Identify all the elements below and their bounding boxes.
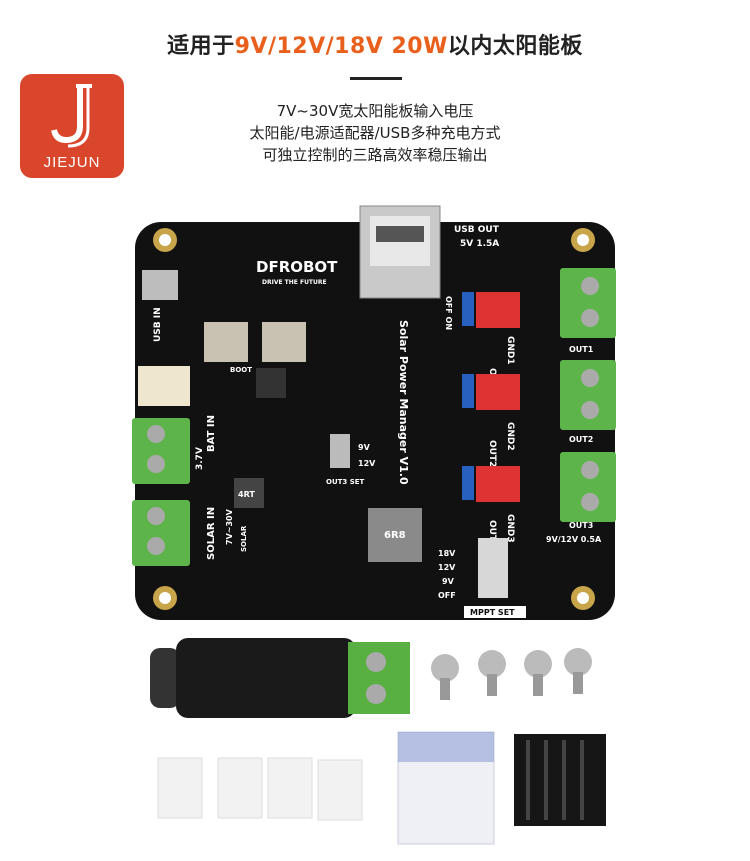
feature-line-2: 太阳能/电源适配器/USB多种充电方式 bbox=[249, 124, 501, 142]
terminal-block-out2 bbox=[560, 360, 616, 430]
inductor-4rt bbox=[234, 478, 264, 508]
bat-voltage-label: 3.7V bbox=[195, 447, 205, 470]
product-photo: USB OUT 5V 1.5A DFROBOT DRIVE THE FUTURE… bbox=[132, 205, 616, 845]
set-12v-label: 12V bbox=[358, 459, 376, 468]
gnd1-label: GND1 bbox=[505, 336, 515, 365]
heatsink bbox=[514, 734, 606, 826]
gnd2-label: GND2 bbox=[505, 422, 515, 451]
board-name: Solar Power Manager V1.0 bbox=[397, 320, 410, 485]
bat-in-label: BAT IN bbox=[206, 415, 217, 452]
inductor-6r8 bbox=[368, 508, 422, 562]
mppt-set-bg bbox=[464, 606, 526, 618]
set-9v-label: 9V bbox=[358, 443, 371, 452]
solar-range-label: 7V~30V bbox=[225, 508, 234, 545]
solar-in-label: SOLAR IN bbox=[206, 507, 217, 560]
out-spec-label: 9V/12V 0.5A bbox=[546, 535, 602, 544]
jst-connector bbox=[138, 366, 190, 406]
title-divider bbox=[350, 77, 402, 80]
usb-out-label: USB OUT bbox=[454, 225, 500, 235]
mppt-set-label: MPPT SET bbox=[470, 608, 515, 617]
jiejun-logo: JIEJUN bbox=[20, 74, 124, 178]
out3-label: OUT3 bbox=[569, 521, 593, 530]
output-channel-2: OUT2 GND2 bbox=[462, 374, 520, 467]
usb-a-port bbox=[359, 205, 441, 299]
boot-label: BOOT bbox=[230, 366, 252, 374]
feature-line-3: 可独立控制的三路高效率稳压输出 bbox=[262, 146, 488, 164]
mppt-12v: 12V bbox=[438, 563, 456, 572]
micro-usb-port bbox=[142, 270, 178, 300]
inductor-6r8-label: 6R8 bbox=[384, 530, 406, 541]
capacitor-1 bbox=[204, 322, 248, 362]
gnd3-label: GND3 bbox=[505, 514, 515, 543]
inductor-4rt-label: 4RT bbox=[238, 490, 255, 499]
terminal-block-bat bbox=[132, 418, 190, 484]
power-inductor bbox=[256, 368, 286, 398]
terminal-block-solar bbox=[132, 500, 190, 566]
out2-label-vertical: OUT2 bbox=[487, 440, 497, 467]
mounting-holes bbox=[153, 228, 595, 610]
dfrobot-brand: DFROBOT bbox=[256, 258, 338, 276]
dc-barrel-jack-adapter bbox=[150, 638, 410, 718]
off-on-label-1: OFF ON bbox=[444, 296, 453, 330]
out2-label: OUT2 bbox=[569, 435, 593, 444]
usb-in-label: USB IN bbox=[153, 307, 163, 342]
screws bbox=[431, 648, 592, 700]
mppt-dip-switch[interactable] bbox=[478, 538, 508, 598]
foam-pads bbox=[157, 757, 363, 821]
brand-tagline: DRIVE THE FUTURE bbox=[262, 279, 327, 286]
capacitor-2 bbox=[262, 322, 306, 362]
out3-set-label: OUT3 SET bbox=[326, 478, 365, 486]
out1-label: OUT1 bbox=[569, 345, 594, 354]
solar-label: SOLAR bbox=[240, 525, 248, 552]
terminal-block-out1 bbox=[560, 268, 616, 338]
out3-label-vertical: OUT3 bbox=[487, 520, 497, 547]
logo-text: JIEJUN bbox=[43, 154, 101, 171]
feature-line-1: 7V~30V宽太阳能板输入电压 bbox=[276, 102, 474, 120]
terminal-block-out3 bbox=[560, 452, 616, 522]
j-monogram-icon bbox=[51, 84, 92, 148]
output-channel-1: OUT1 GND1 bbox=[462, 292, 520, 395]
usb-out-spec: 5V 1.5A bbox=[460, 239, 499, 249]
mppt-9v: 9V bbox=[442, 577, 455, 586]
adhesive-tape bbox=[397, 731, 495, 845]
output-channel-3: OUT3 GND3 bbox=[462, 466, 520, 547]
page-title: 适用于9V/12V/18V 20W以内太阳能板 bbox=[167, 34, 583, 59]
mppt-off: OFF bbox=[438, 591, 456, 600]
mppt-18v: 18V bbox=[438, 549, 456, 558]
solar-power-manager-board: USB OUT 5V 1.5A DFROBOT DRIVE THE FUTURE… bbox=[132, 205, 616, 620]
out3-set-switch[interactable] bbox=[330, 434, 350, 468]
